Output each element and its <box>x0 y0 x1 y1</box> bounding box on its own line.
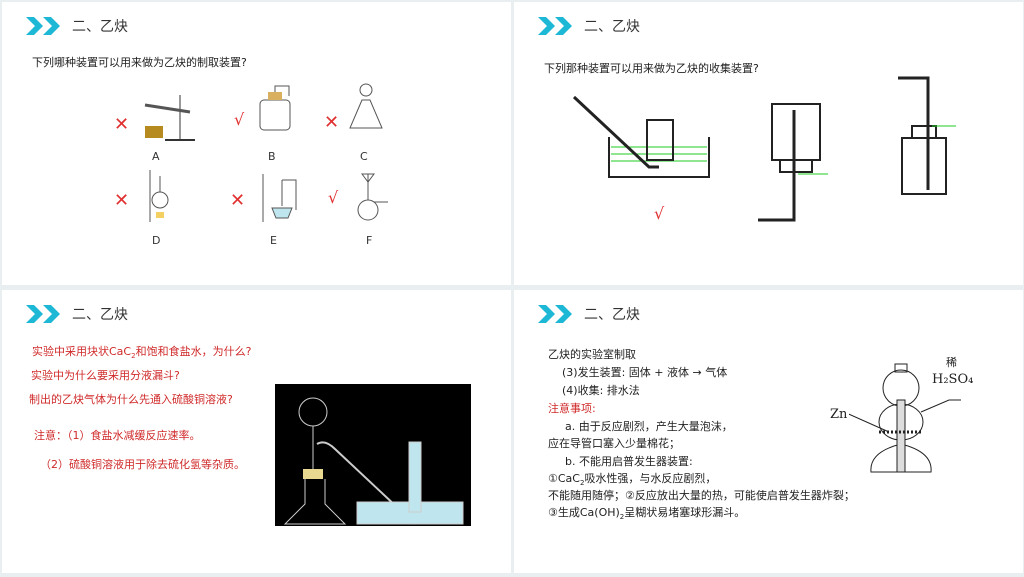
chevron-icon <box>26 305 60 323</box>
slide-1: 二、乙炔 下列哪种装置可以用来做为乙炔的制取装置? ✕ A √ B ✕ C ✕ … <box>2 2 511 285</box>
wrong-mark: ✕ <box>114 190 130 211</box>
chevron-icon <box>538 305 572 323</box>
kipp-generator-image <box>849 363 961 473</box>
chevron-icon <box>26 17 60 35</box>
chevron-icon <box>538 17 572 35</box>
apparatus-a <box>144 95 195 141</box>
wrong-mark: ✕ <box>230 190 246 211</box>
downward-bottle-apparatus <box>758 103 828 222</box>
q1-tail: 和饱和食盐水，为什么? <box>135 345 252 358</box>
subscript: 2 <box>579 479 585 488</box>
note-b: b. 不能用启普发生器装置: <box>565 455 693 468</box>
question-3: 制出的乙炔气体为什么先通入硫酸铜溶液? <box>29 393 233 406</box>
acetylene-apparatus-image <box>275 384 471 526</box>
option-label: C <box>360 150 368 163</box>
question-1: 实验中采用块状CaC2和饱和食盐水，为什么? <box>32 343 251 360</box>
wrong-mark: ✕ <box>114 114 130 135</box>
question: 下列那种装置可以用来做为乙炔的收集装置? <box>544 62 759 75</box>
question: 下列哪种装置可以用来做为乙炔的制取装置? <box>32 56 247 69</box>
body-title: 乙炔的实验室制取 <box>548 348 636 361</box>
apparatus-e <box>262 174 297 222</box>
slide-3: 二、乙炔 实验中采用块状CaC2和饱和食盐水，为什么? 实验中为什么要采用分液漏… <box>2 290 511 573</box>
note-a: a. 由于反应剧烈，产生大量泡沫， <box>565 420 733 433</box>
correct-mark: √ <box>234 110 245 129</box>
note-b-3: ③生成Ca(OH)2呈糊状易堵塞球形漏斗。 <box>548 504 745 521</box>
note-b-1: ①CaC2吸水性强，与水反应剧烈， <box>548 470 716 487</box>
question-2: 实验中为什么要采用分液漏斗? <box>31 369 180 382</box>
apparatus-b <box>259 85 291 131</box>
section-header: 二、乙炔 <box>26 304 128 324</box>
figure-label-zn: Zn <box>830 407 848 422</box>
figure-label-dilute: 稀 <box>946 356 957 369</box>
option-label: E <box>270 234 277 247</box>
slide-2: 二、乙炔 下列那种装置可以用来做为乙炔的收集装置? √ <box>514 2 1023 285</box>
note-1: 注意：（1）食盐水减缓反应速率。 <box>34 429 201 442</box>
section-header: 二、乙炔 <box>26 16 128 36</box>
water-trough-apparatus <box>572 95 710 178</box>
section-title: 二、乙炔 <box>584 307 640 323</box>
upward-bottle-apparatus <box>898 76 956 195</box>
note-b-2: 不能随用随停；②反应放出大量的热，可能使启普发生器炸裂； <box>548 489 855 502</box>
apparatus-d <box>149 170 169 222</box>
text: ③生成Ca(OH) <box>548 506 620 519</box>
line-collect: (4)收集: 排水法 <box>562 384 640 397</box>
section-title: 二、乙炔 <box>72 19 128 35</box>
text: ①CaC <box>548 472 580 485</box>
text: 呈糊状易堵塞球形漏斗。 <box>624 506 746 519</box>
apparatus-c <box>349 83 383 129</box>
section-title: 二、乙炔 <box>584 19 640 35</box>
option-label: D <box>152 234 161 247</box>
wrong-mark: ✕ <box>324 112 340 133</box>
caution-heading: 注意事项: <box>548 402 596 415</box>
slide-4: 二、乙炔 乙炔的实验室制取 (3)发生装置: 固体 + 液体 → 气体 (4)收… <box>514 290 1023 573</box>
apparatus-f <box>357 173 388 221</box>
q1-text: 实验中采用块状CaC <box>32 345 132 358</box>
note-a-cont: 应在导管口塞入少量棉花； <box>548 437 680 450</box>
note-2: （2）硫酸铜溶液用于除去硫化氢等杂质。 <box>40 458 245 471</box>
correct-mark: √ <box>328 188 339 207</box>
option-label: B <box>268 150 276 163</box>
subscript: 2 <box>619 513 625 522</box>
option-label: A <box>152 150 160 163</box>
option-label: F <box>366 234 373 247</box>
section-title: 二、乙炔 <box>72 307 128 323</box>
subscript: 2 <box>131 352 136 361</box>
text: 吸水性强，与水反应剧烈， <box>584 472 717 485</box>
figure-label-h2so4: H₂SO₄ <box>932 372 974 387</box>
line-device: (3)发生装置: 固体 + 液体 → 气体 <box>562 366 728 379</box>
section-header: 二、乙炔 <box>538 16 640 36</box>
correct-mark: √ <box>654 204 665 223</box>
section-header: 二、乙炔 <box>538 304 640 324</box>
